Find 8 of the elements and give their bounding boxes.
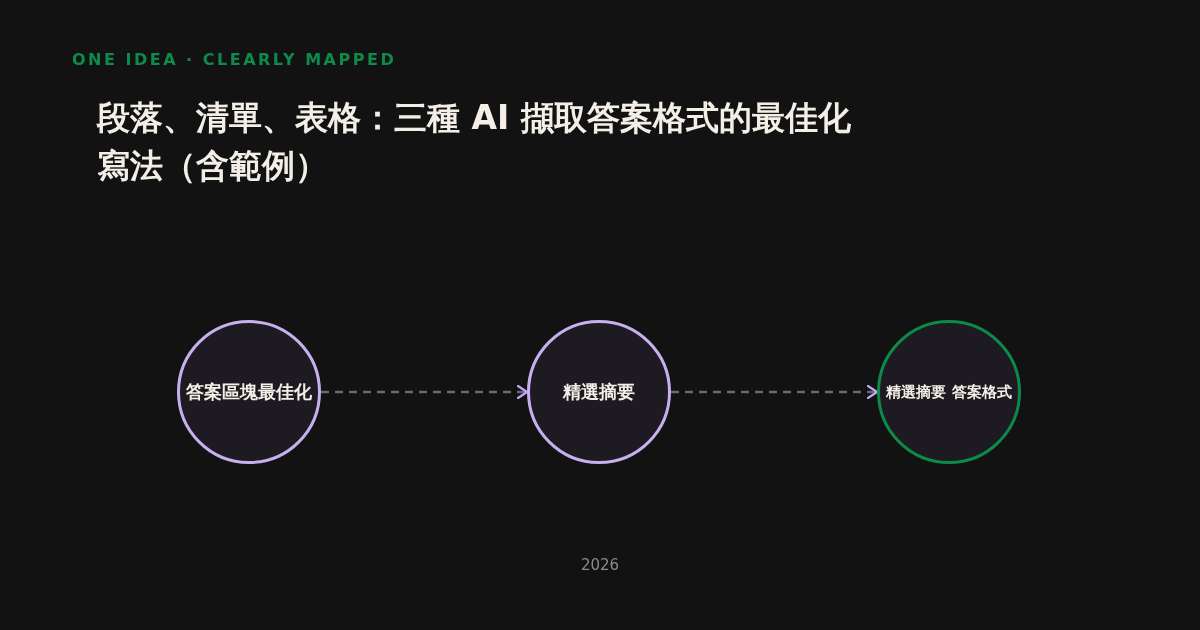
tagline: ONE IDEA · CLEARLY MAPPED — [72, 50, 397, 70]
step-circle: 精選摘要 答案格式 — [877, 320, 1021, 464]
footer-text: 2026 — [580, 555, 620, 575]
arrow — [321, 384, 529, 400]
arrow — [671, 384, 879, 400]
step-circle: 答案區塊最佳化 — [177, 320, 321, 464]
step-circle: 精選摘要 — [527, 320, 671, 464]
title: 段落、清單、表格：三種 AI 擷取答案格式的最佳化寫法（含範例） — [97, 97, 852, 187]
